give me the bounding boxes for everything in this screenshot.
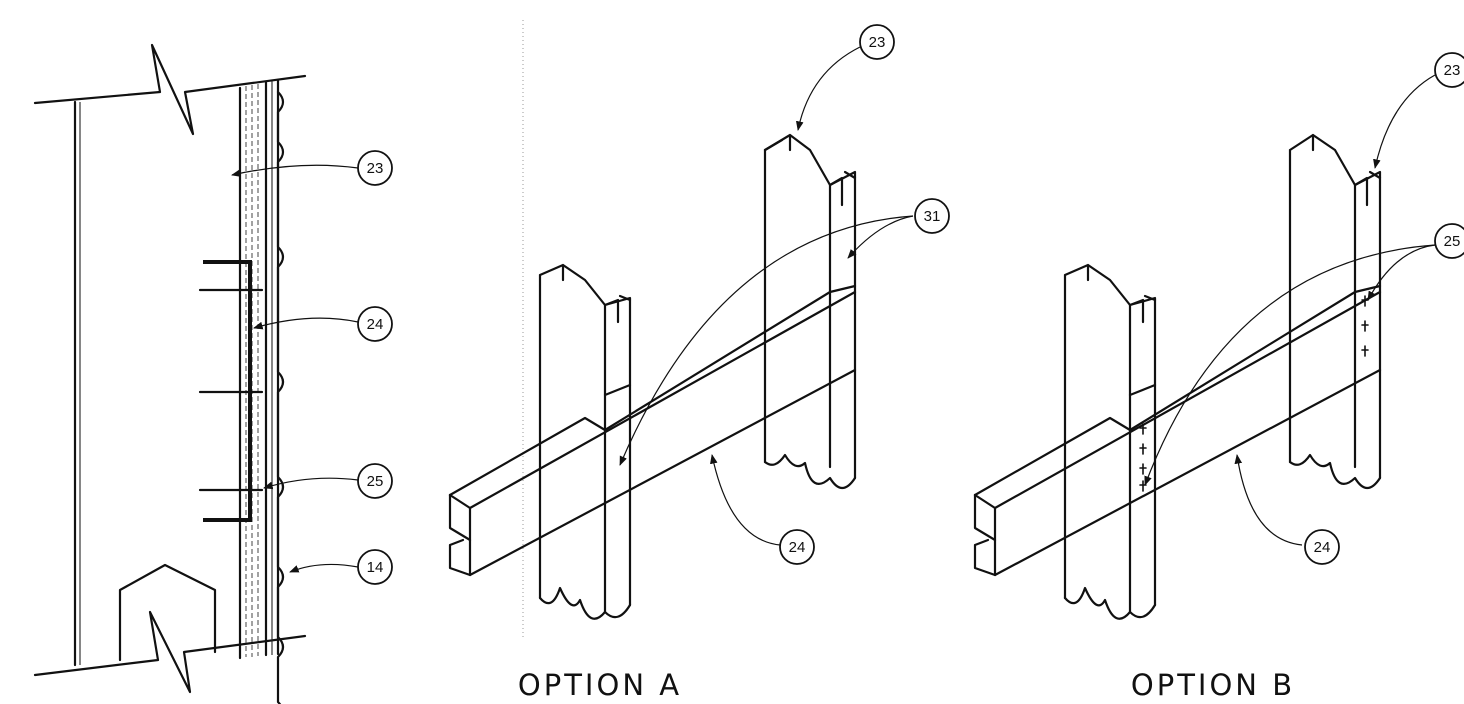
front-stud: [1063, 263, 1157, 620]
callout-31: 31: [914, 198, 950, 234]
callout-14: 14: [357, 549, 393, 585]
callout-23: 23: [357, 150, 393, 186]
callout-25: 25: [357, 463, 393, 499]
horizontal-channel: [448, 284, 857, 577]
option-b-detail: 23 25 24 OPTION B: [973, 52, 1464, 702]
callout-25: 25: [1434, 223, 1464, 259]
front-stud: [538, 263, 632, 620]
callout-14-label: 14: [367, 559, 384, 576]
callout-23: 23: [859, 24, 895, 60]
siding-profile: [276, 90, 285, 704]
option-a-caption: OPTION A: [518, 668, 682, 702]
top-break-line: [33, 43, 307, 136]
stud-end-profile: [118, 563, 217, 662]
rear-stud: [1288, 133, 1382, 490]
callout-23-label: 23: [869, 34, 886, 51]
callout-23-label: 23: [367, 160, 384, 177]
wall-section-detail: 23 24 25 14: [33, 43, 393, 704]
callout-31-label: 31: [924, 208, 941, 225]
rear-stud: [763, 133, 857, 490]
callout-24: 24: [1304, 529, 1340, 565]
callout-25-label: 25: [1444, 233, 1461, 250]
option-a-detail: 23 31 24 OPTION A: [448, 24, 950, 702]
callout-23: 23: [1434, 52, 1464, 88]
callout-24: 24: [779, 529, 815, 565]
callout-25-label: 25: [367, 473, 384, 490]
callout-24-label: 24: [1314, 539, 1331, 556]
callout-23-label: 23: [1444, 62, 1461, 79]
callout-24: 24: [357, 306, 393, 342]
option-b-caption: OPTION B: [1131, 668, 1295, 702]
bottom-break-line: [33, 610, 307, 694]
callout-24-label: 24: [789, 539, 806, 556]
horizontal-channel: [973, 284, 1382, 577]
callout-24-label: 24: [367, 316, 384, 333]
